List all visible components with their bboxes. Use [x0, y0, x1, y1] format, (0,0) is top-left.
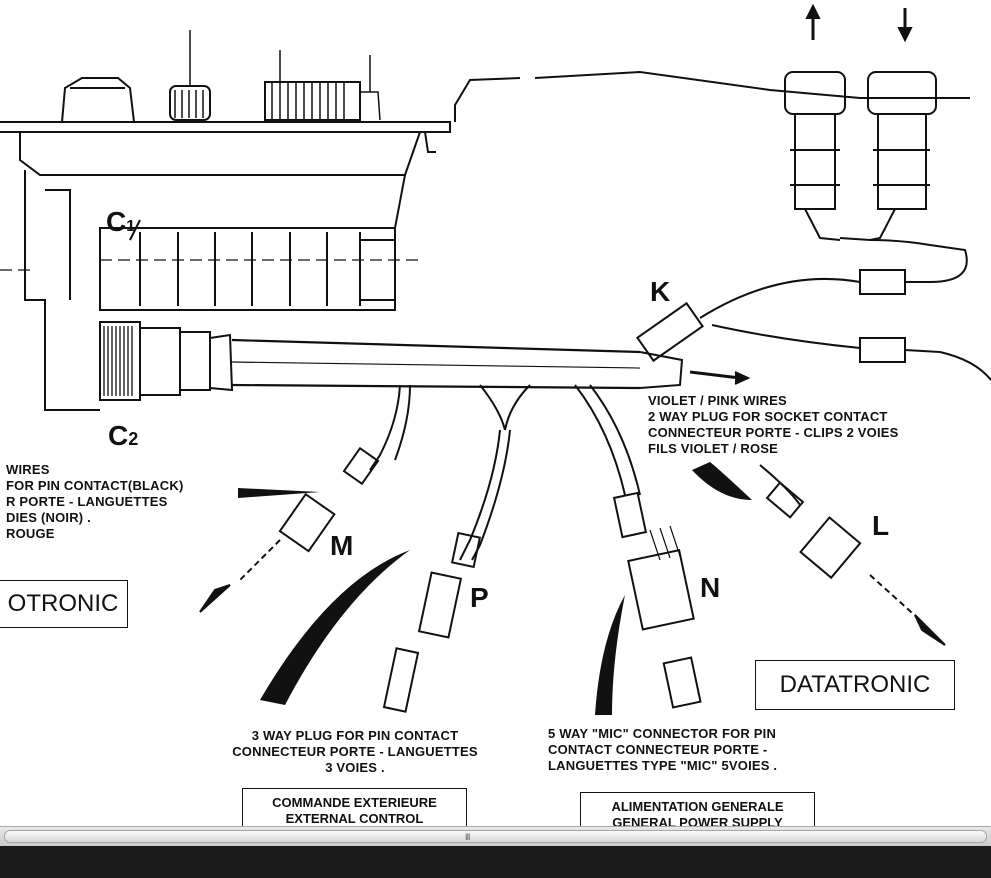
label-k: K [650, 276, 671, 307]
external-control-box: COMMANDE EXTERIEURE EXTERNAL CONTROL [242, 788, 467, 828]
p-line-2: CONNECTEUR PORTE - LANGUETTES [232, 744, 478, 759]
label-l: L [872, 510, 890, 541]
p-line-3: 3 VOIES . [325, 760, 385, 775]
bottom-bar [0, 846, 991, 878]
m-line-3: R PORTE - LANGUETTES [6, 494, 168, 509]
k-description: VIOLET / PINK WIRES 2 WAY PLUG FOR SOCKE… [648, 393, 899, 457]
n-line-1: 5 WAY "MIC" CONNECTOR FOR PIN [548, 726, 777, 741]
n-description: 5 WAY "MIC" CONNECTOR FOR PIN CONTACT CO… [548, 726, 777, 774]
scrollbar-grip[interactable]: III [465, 832, 470, 842]
p-description: 3 WAY PLUG FOR PIN CONTACT CONNECTEUR PO… [205, 728, 505, 776]
datatronic-box: DATATRONIC [755, 660, 955, 710]
k-line-1: VIOLET / PINK WIRES [648, 393, 787, 408]
label-m: M [330, 530, 354, 561]
external-control-line-1: COMMANDE EXTERIEURE [272, 795, 437, 810]
scrollbar-thumb[interactable]: III [4, 830, 987, 843]
external-control-line-2: EXTERNAL CONTROL [285, 811, 424, 826]
n-line-2: CONTACT CONNECTEUR PORTE - [548, 742, 768, 757]
power-supply-box: ALIMENTATION GENERALE GENERAL POWER SUPP… [580, 792, 815, 830]
label-n: N [700, 572, 721, 603]
k-line-4: FILS VIOLET / ROSE [648, 441, 779, 456]
otronic-box: OTRONIC [0, 580, 128, 628]
m-description: WIRES FOR PIN CONTACT(BLACK) R PORTE - L… [6, 462, 183, 542]
p-line-1: 3 WAY PLUG FOR PIN CONTACT [251, 728, 459, 743]
wiring-diagram [0, 3, 991, 715]
m-line-4: DIES (NOIR) . [6, 510, 91, 525]
k-line-3: CONNECTEUR PORTE - CLIPS 2 VOIES [648, 425, 899, 440]
label-p: P [470, 582, 489, 613]
m-line-1: WIRES [6, 462, 50, 477]
m-line-2: FOR PIN CONTACT(BLACK) [6, 478, 184, 493]
horizontal-scrollbar[interactable]: III [0, 826, 991, 847]
n-line-3: LANGUETTES TYPE "MIC" 5VOIES . [548, 758, 778, 773]
m-line-5: ROUGE [6, 526, 55, 541]
power-supply-line-1: ALIMENTATION GENERALE [611, 799, 784, 814]
k-line-2: 2 WAY PLUG FOR SOCKET CONTACT [648, 409, 888, 424]
label-c1: C1 [106, 206, 136, 237]
label-c2: C2 [108, 420, 139, 451]
